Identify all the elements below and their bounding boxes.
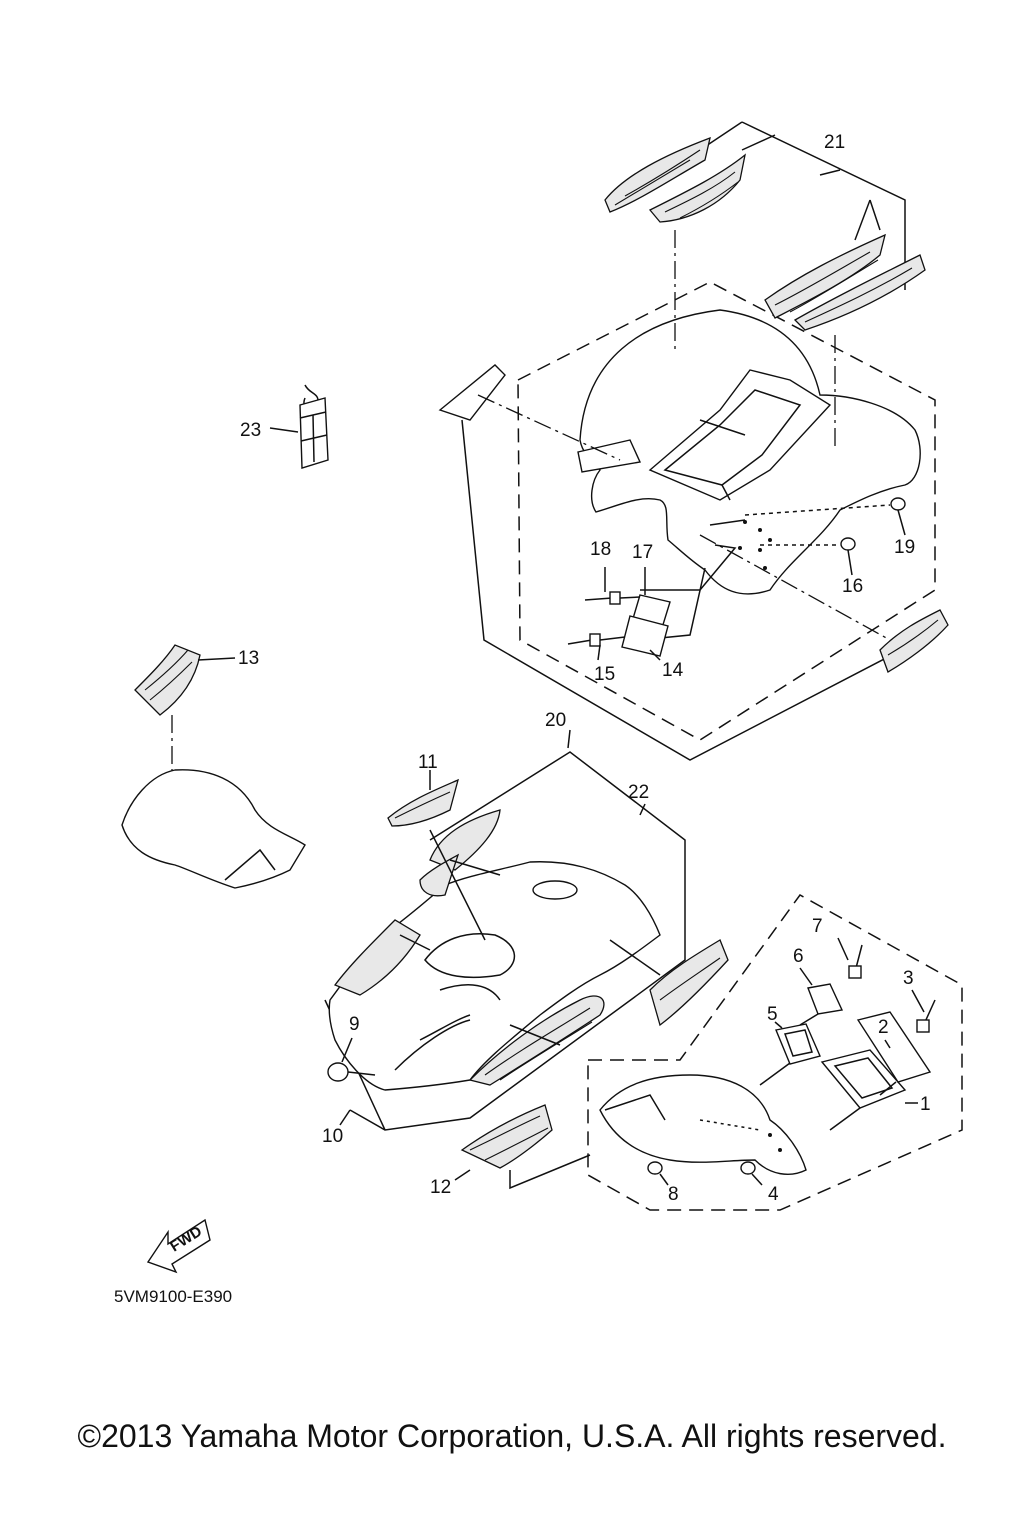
label-7: 7	[812, 916, 823, 937]
label-18: 18	[590, 539, 611, 560]
mud-flap-assembly	[587, 894, 963, 1211]
plate-5	[775, 1023, 821, 1065]
nut-8	[647, 1161, 663, 1175]
copyright-notice: ©2013 Yamaha Motor Corporation, U.S.A. A…	[77, 1418, 947, 1454]
label-15: 15	[594, 664, 615, 685]
label-17: 17	[632, 542, 653, 563]
label-20: 20	[545, 710, 566, 731]
label-11: 11	[418, 752, 438, 773]
decal-front-left	[333, 919, 421, 996]
plate-2	[856, 1011, 932, 1083]
rivet-3	[916, 999, 936, 1033]
rivet-7	[848, 944, 863, 979]
plate-6	[807, 983, 844, 1015]
label-22: 22	[628, 782, 649, 803]
label-4: 4	[768, 1184, 779, 1205]
decal-11	[387, 778, 459, 827]
decal-front-side	[649, 939, 729, 1027]
label-1: 1	[920, 1094, 931, 1115]
tag-23	[269, 384, 329, 469]
label-6: 6	[793, 946, 804, 967]
label-23: 23	[240, 420, 261, 441]
label-12: 12	[430, 1177, 451, 1198]
storage-box	[648, 369, 832, 501]
seat-with-decal-13	[121, 644, 306, 889]
label-5: 5	[767, 1004, 778, 1025]
label-2: 2	[878, 1017, 889, 1038]
label-10: 10	[322, 1126, 343, 1147]
label-16: 16	[842, 576, 863, 597]
label-19: 19	[894, 537, 915, 558]
label-8: 8	[668, 1184, 679, 1205]
fwd-arrow-icon: FWD	[146, 1218, 211, 1274]
grommet-16	[840, 537, 856, 551]
label-13: 13	[238, 648, 259, 669]
label-21: 21	[824, 132, 845, 153]
decal-front-top	[429, 809, 501, 871]
front-fender-assembly	[324, 751, 729, 1190]
decal-set-21	[604, 121, 926, 450]
rivet-15	[567, 633, 601, 647]
label-3: 3	[903, 968, 914, 989]
fender-holes	[738, 520, 772, 570]
label-9: 9	[349, 1014, 360, 1035]
mud-guard	[599, 1074, 807, 1176]
grommet-19	[890, 497, 906, 511]
label-14: 14	[662, 660, 684, 681]
emblem-9	[327, 1062, 349, 1082]
rear-fender-assembly	[438, 281, 941, 761]
drawing-code: 5VM9100-E390	[114, 1287, 232, 1306]
nut-4	[740, 1161, 756, 1175]
seat	[121, 769, 306, 889]
part-labels: 1 2 3 4 5 6 7 8 9 10 11 12 13 14 15 16 1…	[238, 132, 931, 1205]
rivet-18	[584, 591, 621, 605]
